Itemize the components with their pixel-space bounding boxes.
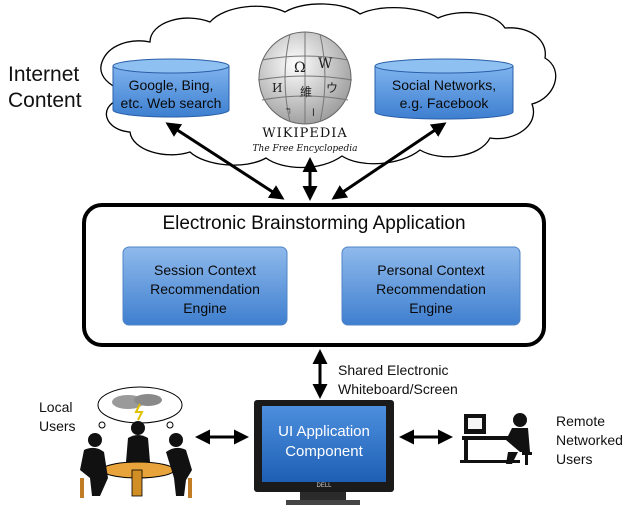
session-engine-line1: Session Context (154, 262, 256, 278)
app-title: Electronic Brainstorming Application (162, 213, 466, 234)
remote-users-label: Remote Networked Users (556, 412, 623, 469)
wikipedia-name: WIKIPEDIA (262, 126, 348, 141)
social-db-line1: Social Networks, (391, 77, 497, 93)
internet-label-line1: Internet (8, 63, 80, 86)
local-users-line2: Users (39, 417, 76, 434)
session-engine-label: Session Context Recommendation Engine (123, 261, 287, 318)
wikipedia-wordmark: WIKIPEDIA (250, 126, 360, 142)
session-engine-box (122, 246, 288, 326)
monitor-icon (254, 400, 394, 505)
remote-users-line2: Networked (556, 431, 623, 448)
search-database-label: Google, Bing, etc. Web search (113, 77, 229, 112)
ui-component-line1: UI Application (278, 423, 370, 440)
social-database-label: Social Networks, e.g. Facebook (375, 77, 513, 112)
remote-users-line1: Remote (556, 413, 606, 429)
personal-engine-line1: Personal Context (377, 262, 485, 278)
svg-text:ר: ר (286, 106, 291, 117)
whiteboard-line1: Shared Electronic (338, 362, 449, 378)
svg-text:ウ: ウ (326, 81, 338, 95)
personal-engine-line3: Engine (409, 299, 453, 316)
social-db-line2: e.g. Facebook (399, 94, 489, 111)
ui-component-line2: Component (285, 442, 363, 460)
local-users-meeting-icon (80, 386, 192, 498)
search-database-icon (112, 58, 230, 118)
session-engine-line2: Recommendation (150, 280, 260, 297)
svg-text:И: И (272, 81, 282, 95)
internet-label-line2: Content (8, 88, 82, 112)
remote-users-line3: Users (556, 450, 593, 467)
local-users-label: Local Users (39, 398, 76, 436)
wikipedia-tagline: The Free Encyclopedia (250, 144, 360, 155)
ui-component-label: UI Application Component (262, 422, 386, 461)
search-db-line2: etc. Web search (120, 94, 222, 111)
search-app-arrow (165, 122, 285, 200)
internet-content-label: Internet Content (8, 62, 82, 113)
local-users-line1: Local (39, 399, 73, 415)
whiteboard-label: Shared Electronic Whiteboard/Screen (338, 361, 458, 399)
personal-engine-line2: Recommendation (376, 280, 486, 297)
svg-text:W: W (318, 56, 333, 72)
session-engine-line3: Engine (183, 299, 227, 316)
monitor-brand: DELL (316, 483, 332, 489)
search-db-line1: Google, Bing, (128, 77, 214, 93)
personal-engine-box (341, 246, 521, 326)
svg-text:維: 維 (300, 85, 312, 99)
whiteboard-line2: Whiteboard/Screen (338, 380, 458, 397)
social-database-icon (374, 58, 514, 120)
remote-user-computer-icon (460, 413, 532, 465)
wikipedia-tagline-text: The Free Encyclopedia (252, 144, 358, 154)
personal-engine-label: Personal Context Recommendation Engine (342, 261, 520, 318)
social-app-arrow (331, 122, 447, 200)
svg-text:ا: ا (312, 108, 315, 119)
wikipedia-globe-icon: Ω W И 維 ウ ר ا (257, 31, 353, 125)
svg-text:Ω: Ω (294, 60, 306, 76)
